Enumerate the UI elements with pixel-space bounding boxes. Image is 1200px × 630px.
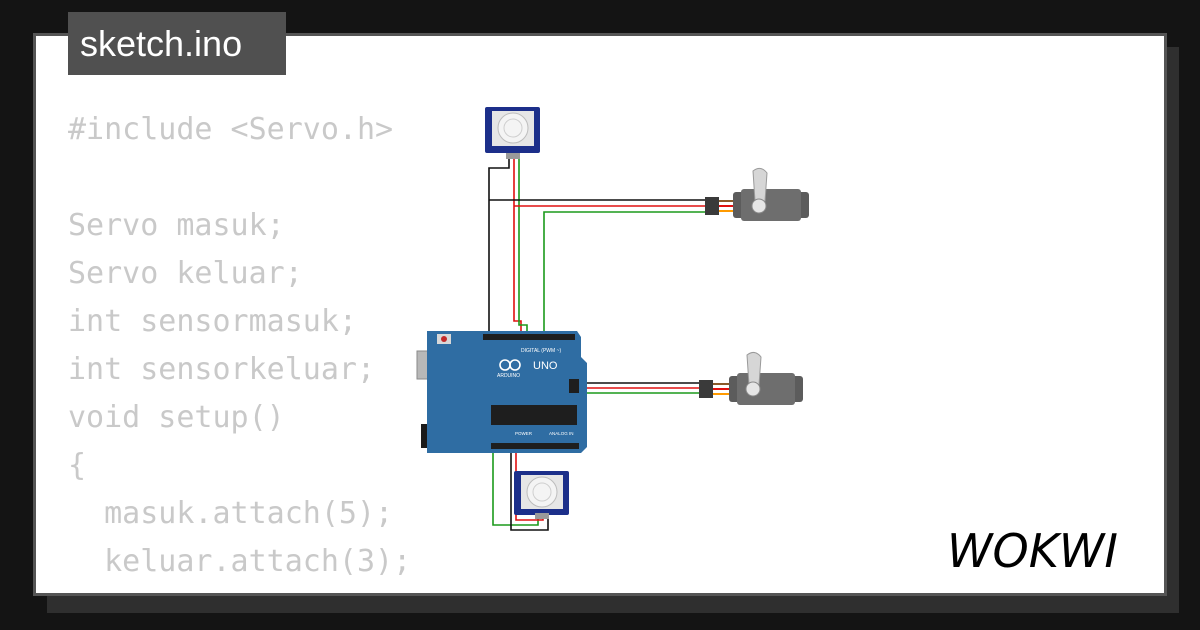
arduino-uno-board[interactable]: DIGITAL (PWM ~) UNO ARDUINO POWER ANALOG… (416, 331, 587, 453)
code-line: int sensorkeluar; (68, 352, 376, 387)
digital-header-label: DIGITAL (PWM ~) (521, 348, 561, 354)
code-line: masuk.attach(5); (68, 496, 394, 531)
code-line: Servo keluar; (68, 256, 303, 291)
sketch-filename-tab[interactable]: sketch.ino (68, 12, 286, 75)
code-line: pinMode(7, INPUT); (68, 586, 429, 593)
code-line: { (68, 448, 87, 483)
code-line: keluar.attach(3); (68, 544, 412, 579)
pir-sensor-bottom[interactable] (514, 471, 569, 519)
board-model-label: UNO (533, 360, 558, 372)
code-line: int sensormasuk; (68, 304, 357, 339)
code-line: #include <Servo.h> (68, 112, 394, 147)
wokwi-logo-text: WOKWI (947, 524, 1118, 578)
code-line: Servo masuk; (68, 208, 285, 243)
code-line: void setup() (68, 400, 285, 435)
servo-top[interactable] (705, 167, 809, 221)
power-header-label: POWER (515, 431, 533, 436)
analog-header-label: ANALOG IN (549, 431, 574, 436)
board-brand-label: ARDUINO (497, 373, 520, 379)
project-preview-card: #include <Servo.h> Servo masuk; Servo kelu… (33, 33, 1167, 596)
pir-sensor-top[interactable] (485, 107, 540, 159)
code-preview: #include <Servo.h> Servo masuk; Servo kelu… (68, 106, 429, 593)
circuit-diagram: DIGITAL (PWM ~) UNO ARDUINO POWER ANALOG… (416, 107, 809, 531)
wokwi-logo: WOKWI (947, 524, 1118, 578)
servo-right[interactable] (699, 351, 803, 405)
